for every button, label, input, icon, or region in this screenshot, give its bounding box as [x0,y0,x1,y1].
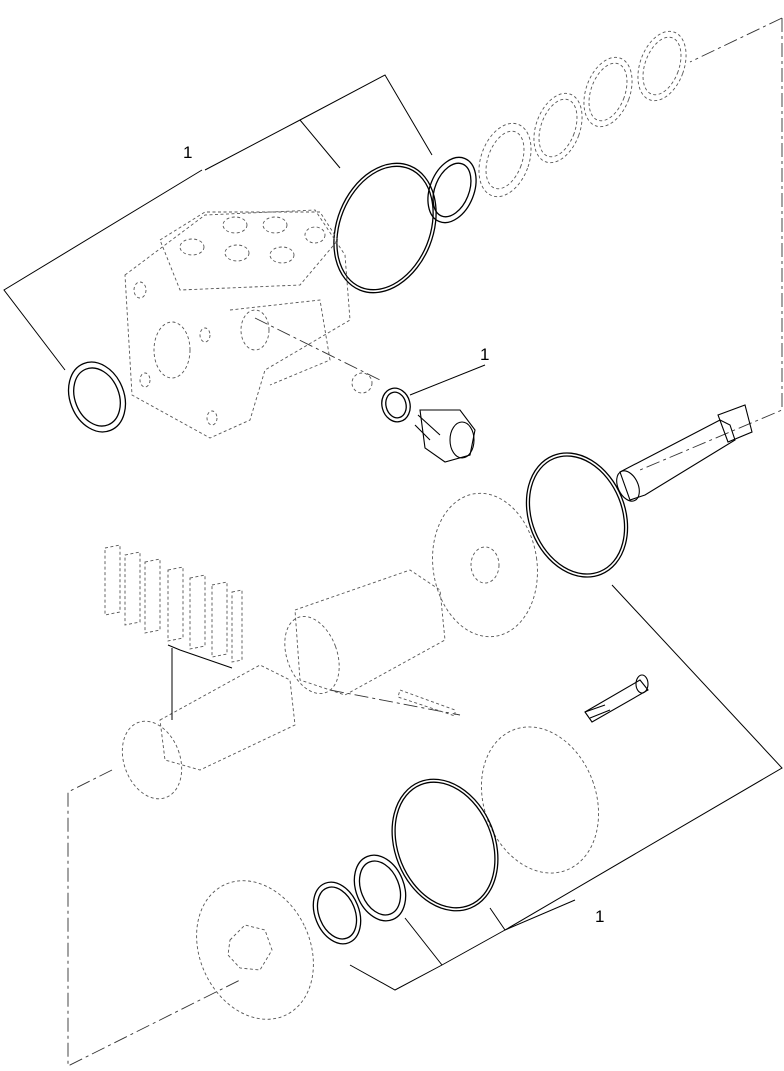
drive-shaft-and-seal [525,404,753,578]
top-seal-stack [333,30,687,294]
spool-sleeve-assembly [104,492,538,800]
callout-seal-kit-bottom: 1 [595,907,604,926]
gerotor-endcap-group [196,674,649,1020]
assembly-axis-lines [67,17,783,1067]
callout-leader-lines [3,74,783,991]
housing-seals [67,361,476,463]
callout-valve-seal: 1 [480,345,489,364]
callout-seal-kit-top: 1 [183,143,192,162]
valve-housing [124,209,351,439]
